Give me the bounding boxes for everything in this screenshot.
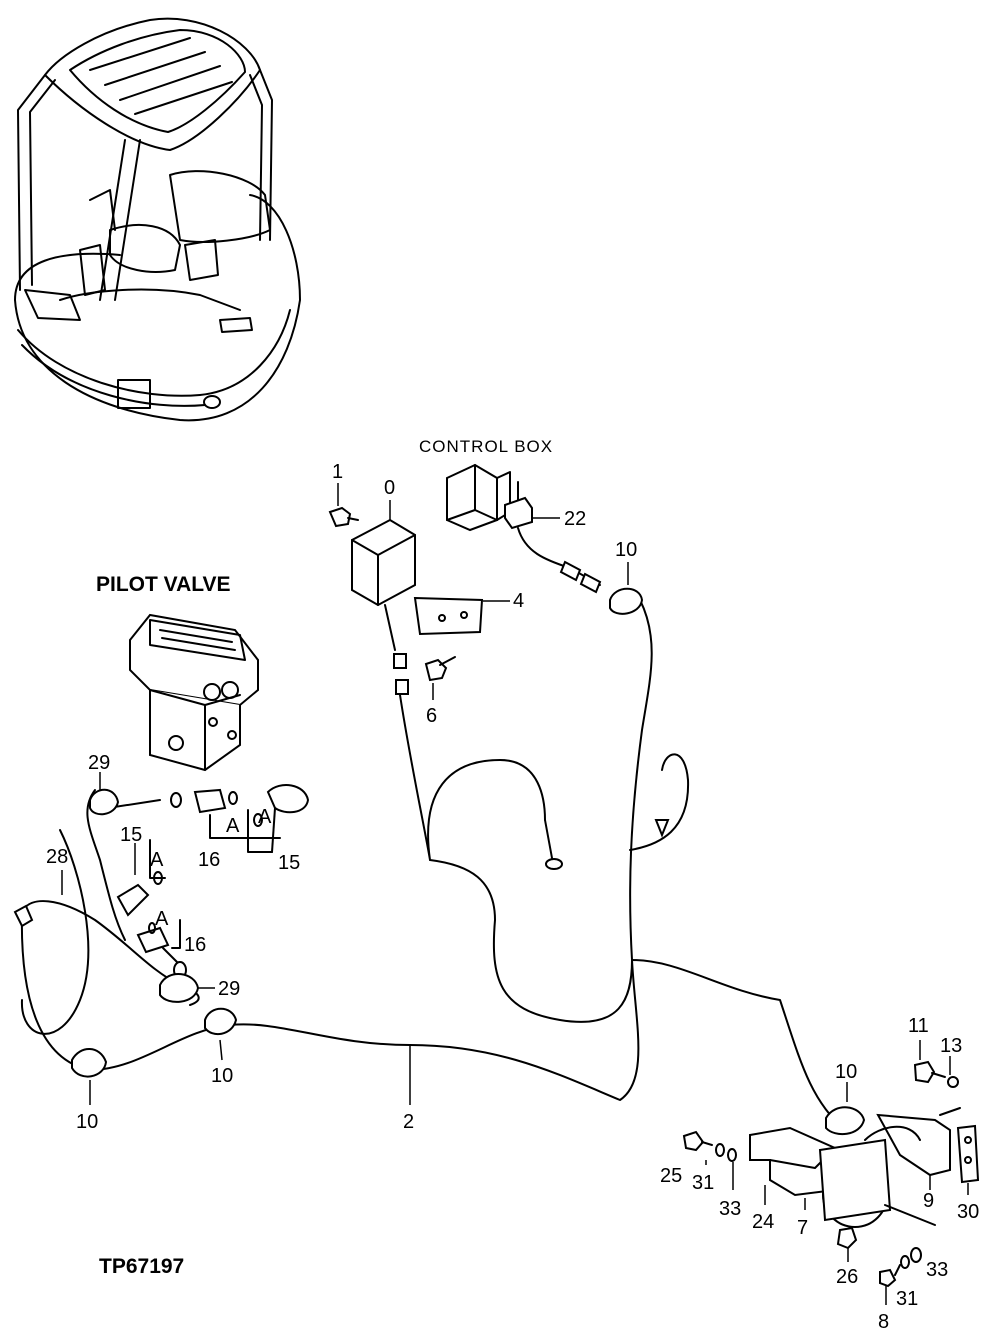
callout-16-top: 16 bbox=[198, 849, 220, 871]
callout-6: 6 bbox=[426, 705, 437, 727]
callout-26: 26 bbox=[836, 1266, 858, 1288]
callout-4: 4 bbox=[513, 590, 524, 612]
ref-a-1: A bbox=[150, 849, 164, 871]
callout-31-left: 31 bbox=[692, 1172, 714, 1194]
callout-2: 2 bbox=[403, 1111, 414, 1133]
callout-10-top: 10 bbox=[615, 539, 637, 561]
callout-25: 25 bbox=[660, 1165, 682, 1187]
wire-harness bbox=[20, 527, 846, 1131]
callout-24: 24 bbox=[752, 1211, 774, 1233]
callout-0: 0 bbox=[384, 477, 395, 499]
control-box-group bbox=[446, 463, 533, 532]
horn-assembly bbox=[682, 1060, 980, 1288]
control-box-heading: CONTROL BOX bbox=[419, 437, 553, 456]
callout-31-right: 31 bbox=[896, 1288, 918, 1310]
callout-28: 28 bbox=[46, 846, 68, 868]
callout-1: 1 bbox=[332, 461, 343, 483]
callout-8: 8 bbox=[878, 1311, 889, 1333]
ref-a-3: A bbox=[258, 806, 272, 828]
callout-11: 11 bbox=[908, 1015, 929, 1037]
callout-numbers: 1 0 4 6 22 10 29 15 A A A 16 15 28 A 16 … bbox=[46, 461, 979, 1333]
callout-15-left: 15 bbox=[120, 824, 142, 846]
ref-a-4: A bbox=[155, 908, 169, 930]
callout-10-right: 10 bbox=[835, 1061, 857, 1083]
clamps bbox=[13, 587, 866, 1136]
callout-29-bottom: 29 bbox=[218, 978, 240, 1000]
callout-33-right: 33 bbox=[926, 1259, 948, 1281]
callout-33-left: 33 bbox=[719, 1198, 741, 1220]
pilot-valve bbox=[129, 613, 259, 772]
text-labels: PILOT VALVE CONTROL BOX TP67197 bbox=[96, 437, 553, 1278]
callout-7: 7 bbox=[797, 1217, 808, 1239]
callout-9: 9 bbox=[923, 1190, 934, 1212]
callout-13: 13 bbox=[940, 1035, 962, 1057]
leader-lines bbox=[61, 483, 969, 1305]
callout-15-right: 15 bbox=[278, 852, 300, 874]
callout-30: 30 bbox=[957, 1201, 979, 1223]
figure-id: TP67197 bbox=[99, 1255, 184, 1278]
ref-a-2: A bbox=[226, 815, 240, 837]
pilot-valve-heading: PILOT VALVE bbox=[96, 573, 231, 596]
callout-29-top: 29 bbox=[88, 752, 110, 774]
callout-10-mid: 10 bbox=[211, 1065, 233, 1087]
callout-22: 22 bbox=[564, 508, 586, 530]
callout-10-left: 10 bbox=[76, 1111, 98, 1133]
excavator-overview bbox=[14, 17, 301, 422]
callout-16-bottom: 16 bbox=[184, 934, 206, 956]
relay-unit-0 bbox=[328, 506, 484, 695]
